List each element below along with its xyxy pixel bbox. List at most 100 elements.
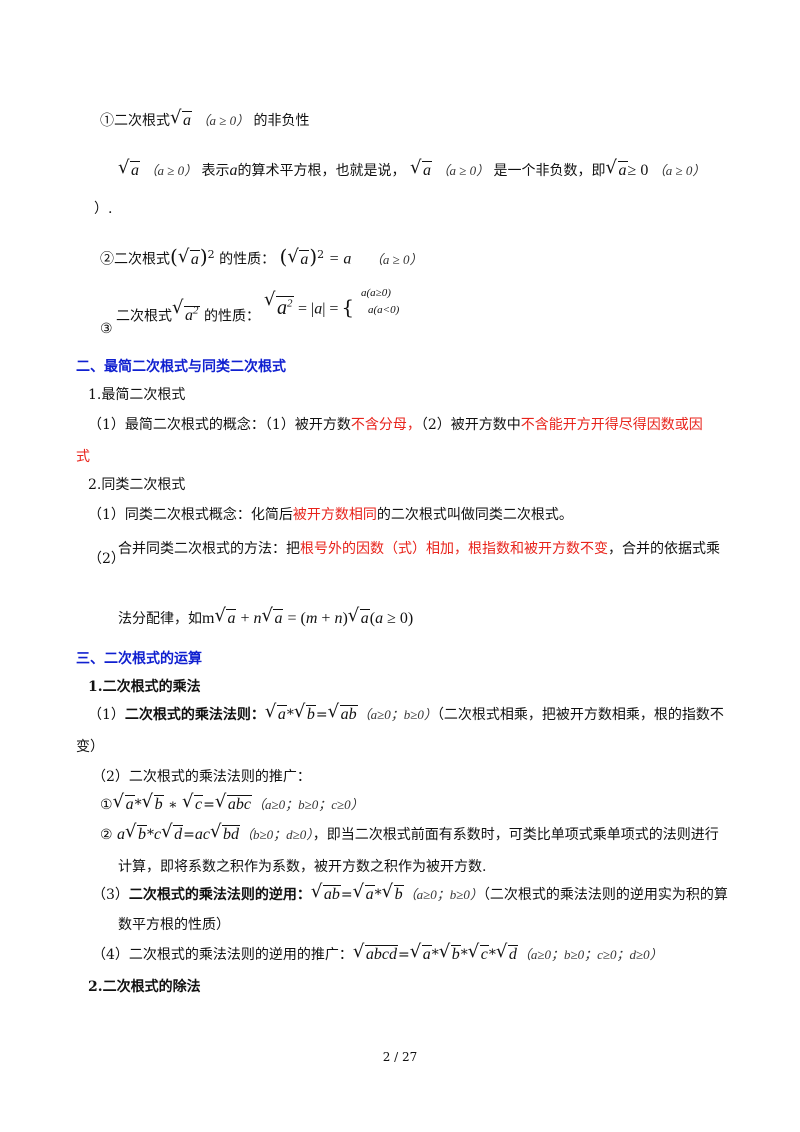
- sqrt-bd: bd: [210, 821, 240, 846]
- text: （2）被开方数中: [420, 417, 521, 433]
- sqrt-a: a: [606, 157, 628, 182]
- text: 的二次根式叫做同类二次根式。: [376, 507, 573, 523]
- text: 的性质：: [219, 251, 276, 268]
- text: 二次根式: [116, 308, 172, 325]
- subsection-multiplication: 1.二次根式的乘法: [88, 679, 201, 695]
- property-2: ②二次根式(a)2 的性质： (a)2 = a （a ≥ 0）: [100, 244, 423, 271]
- simplest-definition: （1）最简二次根式的概念：（1）被开方数不含分母，（2）被开方数中不含能开方开得…: [88, 414, 703, 436]
- extension-1: ①a*b ∗ c=abc（a≥0；b≥0；c≥0）: [100, 791, 364, 816]
- sqrt-c: c: [468, 941, 489, 966]
- sqrt-d: d: [161, 821, 184, 846]
- case-positive: a(a≥0): [361, 287, 391, 299]
- text: （1）最简二次根式的概念：（1）被开方数: [88, 417, 351, 433]
- text: 的非负性: [253, 113, 310, 129]
- sqrt-a: a: [287, 246, 310, 271]
- section-2-heading: 二、最简二次根式与同类二次根式: [76, 359, 286, 375]
- condition: （a ≥ 0）: [144, 163, 198, 178]
- sqrt-a: a: [118, 157, 140, 182]
- text: 的算术平方根，也就是说，: [237, 163, 406, 179]
- extension-title: （2）二次根式的乘法法则的推广：: [92, 769, 311, 785]
- highlight: 根号外的因数（式）相加，根指数和被开方数不变: [300, 541, 608, 557]
- merge-method: 合并同类二次根式的方法：把根号外的因数（式）相加，根指数和被开方数不变，合并的依…: [118, 538, 720, 560]
- sqrt-ab: ab: [311, 881, 341, 906]
- abs-formula: a2 = |a| ={: [264, 289, 354, 321]
- sqrt-ab: ab: [328, 701, 358, 726]
- text: （二次根式的乘法法则的逆用实为积的算: [482, 887, 728, 903]
- sqrt-b: b: [439, 941, 461, 966]
- text: （1）同类二次根式概念：化简后: [88, 507, 293, 523]
- sqrt-b: b: [142, 791, 164, 816]
- text: 法分配律，如: [118, 611, 202, 627]
- text: ）.: [94, 201, 113, 217]
- condition: （a≥0；b≥0）: [403, 887, 483, 902]
- text: ①二次根式: [100, 113, 170, 129]
- condition: （a ≥ 0）: [436, 163, 490, 178]
- text: （4）二次根式的乘法法则的逆用的推广：: [92, 947, 353, 963]
- highlight: 不含能开方开得尽得因数或因: [520, 417, 703, 433]
- sqrt-a: a: [410, 941, 432, 966]
- condition: （a ≥ 0）: [652, 163, 706, 178]
- highlight: 不含分母，: [350, 417, 421, 433]
- sqrt-c: c: [182, 791, 204, 816]
- sqrt-b: b: [382, 881, 404, 906]
- math: ≥ 0: [627, 162, 649, 179]
- text: （3）: [92, 887, 129, 903]
- page-number: 2 / 27: [382, 1050, 418, 1064]
- text: （1）: [88, 707, 125, 723]
- sqrt-a: a: [410, 157, 432, 182]
- sqrt-d: d: [496, 941, 518, 966]
- sqrt-a: a: [348, 605, 370, 630]
- highlight: 被开方数相同: [292, 507, 377, 523]
- item-number: （2）: [88, 551, 125, 567]
- condition: （a≥0；b≥0；c≥0；d≥0）: [517, 947, 663, 962]
- inverse-rule: （3）二次根式的乘法法则的逆用：ab=a*b（a≥0；b≥0）（二次根式的乘法法…: [92, 881, 728, 906]
- sqrt-abc: abc: [215, 791, 252, 816]
- rule-title: 二次根式的乘法法则的逆用：: [128, 887, 311, 903]
- subsection-division: 2.二次根式的除法: [88, 979, 201, 995]
- sqrt-a2: a2: [264, 289, 294, 319]
- sqrt-b: b: [294, 701, 316, 726]
- text: 计算，即将系数之积作为系数，被开方数之积作为被开方数.: [118, 859, 487, 875]
- subsection-simplest: 1.最简二次根式: [88, 387, 186, 403]
- text: 数平方根的性质）: [118, 917, 230, 933]
- text: 合并同类二次根式的方法：把: [118, 541, 300, 557]
- distributive-example: 法分配律，如ma + na = (m + n)a(a ≥ 0): [118, 605, 413, 630]
- similar-definition: （1）同类二次根式概念：化简后被开方数相同的二次根式叫做同类二次根式。: [88, 504, 573, 526]
- multiplication-rule: （1）二次根式的乘法法则：a*b=ab（a≥0；b≥0）（二次根式相乘，把被开方…: [88, 701, 724, 726]
- text: （二次根式相乘，把被开方数相乘，根的指数不: [436, 707, 724, 723]
- condition: （a ≥ 0）: [196, 113, 250, 128]
- sqrt-a: a: [170, 107, 192, 132]
- inverse-extension: （4）二次根式的乘法法则的逆用的推广：abcd=a*b*c*d（a≥0；b≥0；…: [92, 941, 663, 966]
- property-1-title: ①二次根式a （a ≥ 0） 的非负性: [100, 107, 310, 132]
- sqrt-a: a: [178, 246, 200, 271]
- math: = a: [328, 250, 352, 268]
- property-1-explanation: a （a ≥ 0） 表示a的算术平方根，也就是说， a （a ≥ 0） 是一个非…: [118, 157, 706, 182]
- sqrt-a2: a2: [172, 297, 200, 327]
- text: 是一个非负数，即: [493, 163, 606, 179]
- property-1-close: ）.: [94, 198, 112, 220]
- sqrt-a: a: [265, 701, 287, 726]
- sqrt-abcd: abcd: [353, 941, 399, 966]
- sqrt-a: a: [261, 605, 284, 630]
- circle-3: ③: [100, 321, 113, 337]
- case-negative: a(a<0): [368, 304, 400, 316]
- text: ，合并的依据式乘: [608, 541, 720, 557]
- highlight: 式: [76, 449, 90, 465]
- text: 的性质：: [203, 308, 260, 325]
- sqrt-b: b: [125, 821, 148, 846]
- condition: （a ≥ 0）: [369, 251, 423, 267]
- condition: （a≥0；b≥0；c≥0）: [251, 797, 364, 812]
- text: ，即当二次根式前面有系数时，可类比单项式乘单项式的法则进行: [312, 827, 719, 843]
- text: 表示: [201, 163, 230, 179]
- property-3: 二次根式a2 的性质：: [116, 297, 260, 327]
- subsection-similar: 2.同类二次根式: [88, 477, 186, 493]
- extension-2: ② ab*cd=acbd（b≥0；d≥0），即当二次根式前面有系数时，可类比单项…: [100, 821, 719, 846]
- text: ②二次根式: [100, 251, 170, 268]
- text: 变）: [76, 739, 104, 755]
- sqrt-a: a: [353, 881, 375, 906]
- condition: （a≥0；b≥0）: [357, 707, 437, 722]
- condition: （b≥0；d≥0）: [239, 827, 313, 842]
- sqrt-a: a: [214, 605, 237, 630]
- section-3-heading: 三、二次根式的运算: [76, 651, 202, 667]
